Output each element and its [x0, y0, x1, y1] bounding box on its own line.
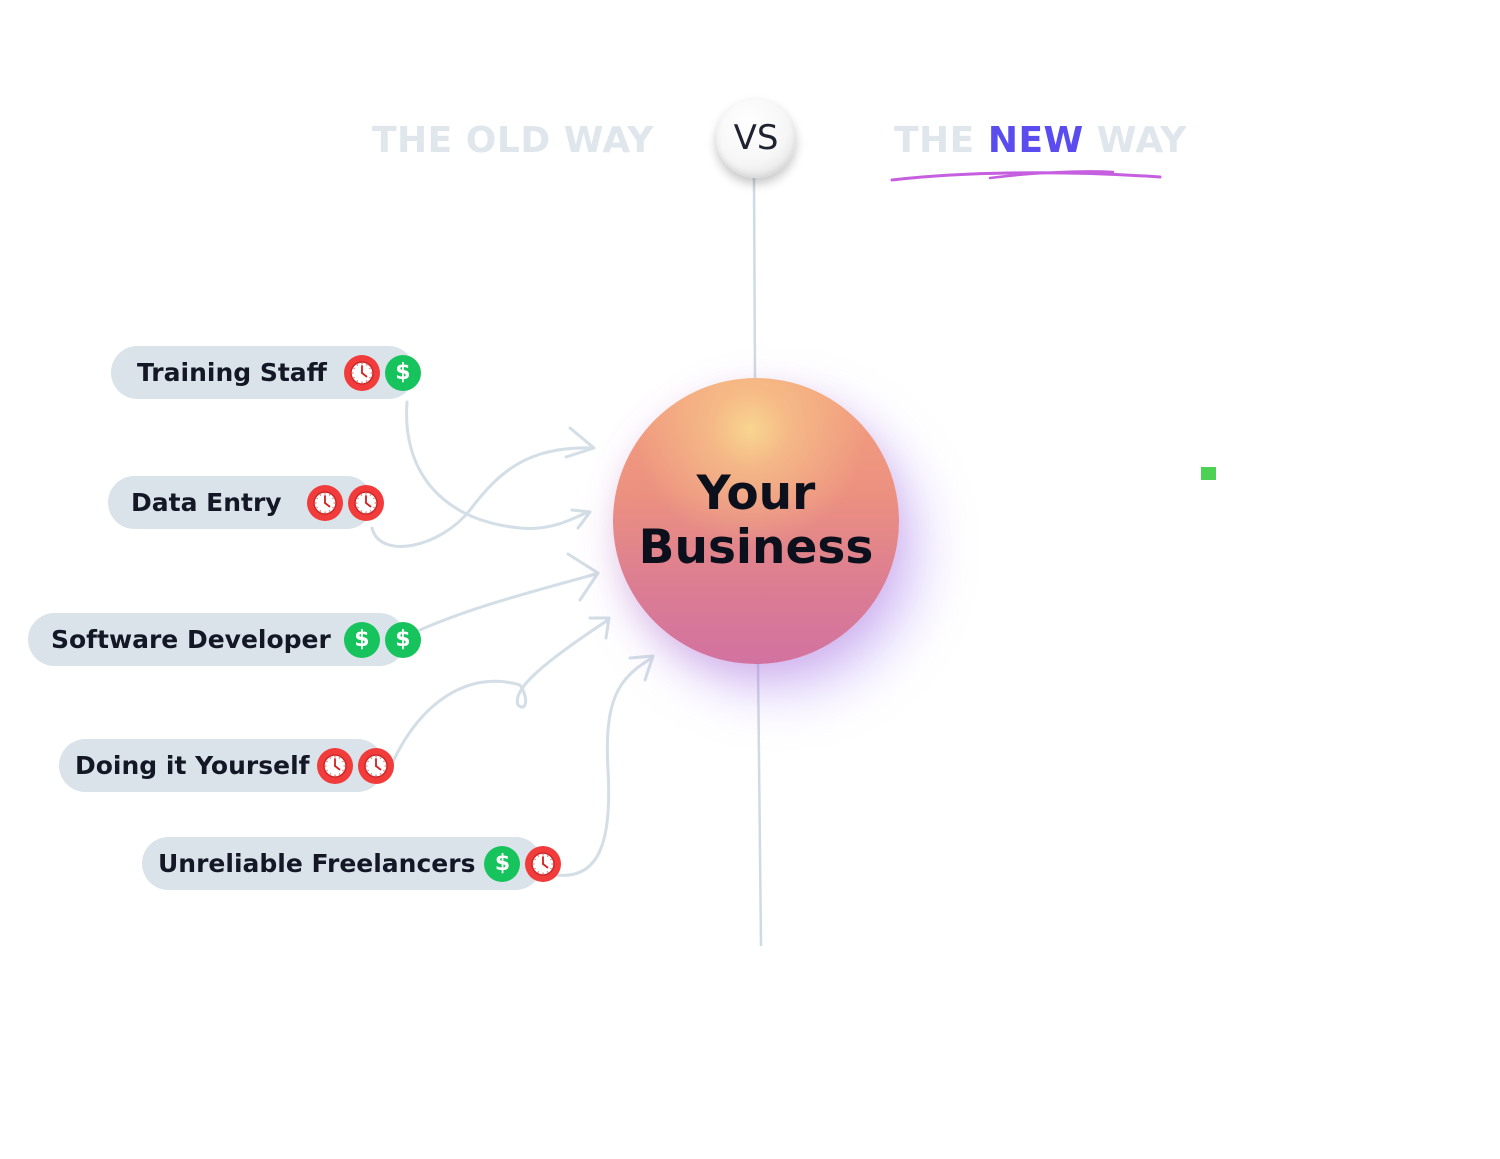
dollar-icon: $ — [484, 845, 521, 882]
pill-label: Doing it Yourself — [75, 751, 310, 780]
pill-label: Data Entry — [131, 488, 282, 517]
old-way-heading: THE OLD WAY — [372, 120, 654, 161]
arrow-doing-it-yourself — [388, 618, 610, 770]
arrow-doing-it-yourself-head — [588, 616, 611, 640]
pill-software-developer: Software Developer $$ — [28, 613, 421, 666]
business-line2: Business — [638, 520, 874, 575]
green-marker — [1201, 467, 1216, 480]
badge-group: $ — [479, 845, 562, 882]
badge-group: $ — [339, 354, 421, 391]
pill-label: Software Developer — [51, 625, 331, 654]
new-way-underline — [890, 171, 1162, 182]
pill-unreliable-freelancers: Unreliable Freelancers $ — [142, 837, 562, 890]
pill-label: Unreliable Freelancers — [158, 849, 476, 878]
clock-icon — [316, 747, 353, 784]
new-way-underline-stroke2 — [988, 170, 1115, 180]
badge-group — [302, 484, 384, 521]
arrow-training-staff-head — [570, 508, 592, 530]
pill-data-entry: Data Entry — [108, 476, 384, 529]
dollar-icon: $ — [384, 621, 421, 658]
arrow-training-staff — [405, 400, 590, 531]
old-way-label: THE OLD WAY — [372, 120, 654, 161]
vs-label: VS — [733, 118, 779, 158]
business-line1: Your — [696, 466, 816, 521]
vs-bubble: VS — [716, 98, 796, 178]
new-way-heading: THE NEW WAY — [894, 120, 1187, 161]
new-way-prefix: THE — [894, 120, 988, 161]
arrow-software-developer — [418, 572, 598, 632]
arrow-data-entry — [370, 446, 594, 548]
new-way-accent: NEW — [987, 120, 1084, 161]
dollar-icon: $ — [343, 621, 380, 658]
clock-icon — [357, 747, 394, 784]
pill-training-staff: Training Staff $ — [111, 346, 421, 399]
clock-icon — [347, 484, 384, 521]
clock-icon — [525, 845, 562, 882]
arrow-software-developer-head — [566, 552, 600, 602]
pill-doing-it-yourself: Doing it Yourself — [59, 739, 394, 792]
badge-group — [312, 747, 394, 784]
clock-icon — [306, 484, 343, 521]
your-business-circle: Your Business — [613, 378, 899, 664]
clock-icon — [343, 354, 380, 391]
divider-line-bottom — [756, 663, 763, 947]
new-way-suffix: WAY — [1083, 120, 1187, 161]
dollar-icon: $ — [384, 354, 421, 391]
pill-label: Training Staff — [137, 358, 327, 387]
arrow-data-entry-head — [564, 426, 596, 459]
arrow-unreliable-freelancers — [554, 656, 654, 877]
arrow-unreliable-freelancers-head — [628, 654, 655, 682]
badge-group: $$ — [339, 621, 421, 658]
divider-line-top — [752, 177, 757, 381]
